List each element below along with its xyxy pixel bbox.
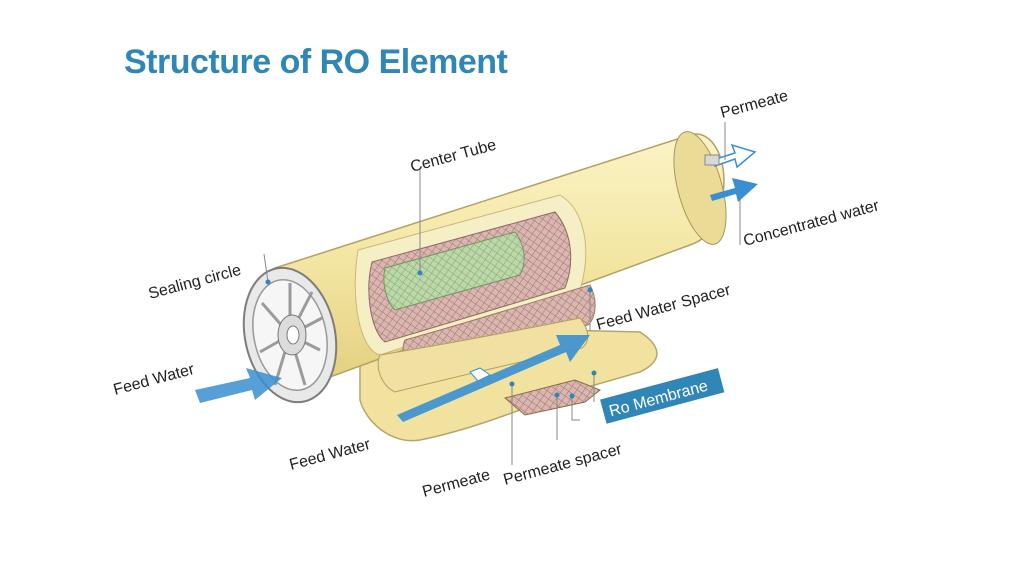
feed-water-inlet-arrow [195, 368, 282, 403]
label-feed-water-bottom: Feed Water [288, 436, 373, 474]
permeate-tube-stub [704, 154, 720, 166]
label-concentrated-water: Concentrated water [742, 197, 882, 250]
page-title: Structure of RO Element [124, 43, 508, 81]
permeate-spacer-cutout [503, 379, 601, 416]
leader-lines [263, 122, 741, 465]
label-permeate-spacer: Permeate spacer [502, 441, 625, 489]
membrane-layer-2 [377, 317, 589, 393]
label-feed-water-left: Feed Water [112, 361, 197, 399]
label-center-tube: Center Tube [409, 137, 499, 176]
label-permeate-bottom: Permeate [421, 466, 493, 500]
label-feed-water-spacer: Feed Water Spacer [595, 282, 733, 334]
concentrated-water-arrow [710, 178, 758, 202]
label-sealing-circle: Sealing circle [147, 262, 243, 303]
sealing-circle-end-cap [242, 266, 338, 404]
feed-water-flow-arrow [397, 335, 590, 422]
center-tube [383, 231, 525, 311]
permeate-flow-arrow [469, 367, 491, 382]
label-permeate-top: Permeate [719, 87, 791, 121]
